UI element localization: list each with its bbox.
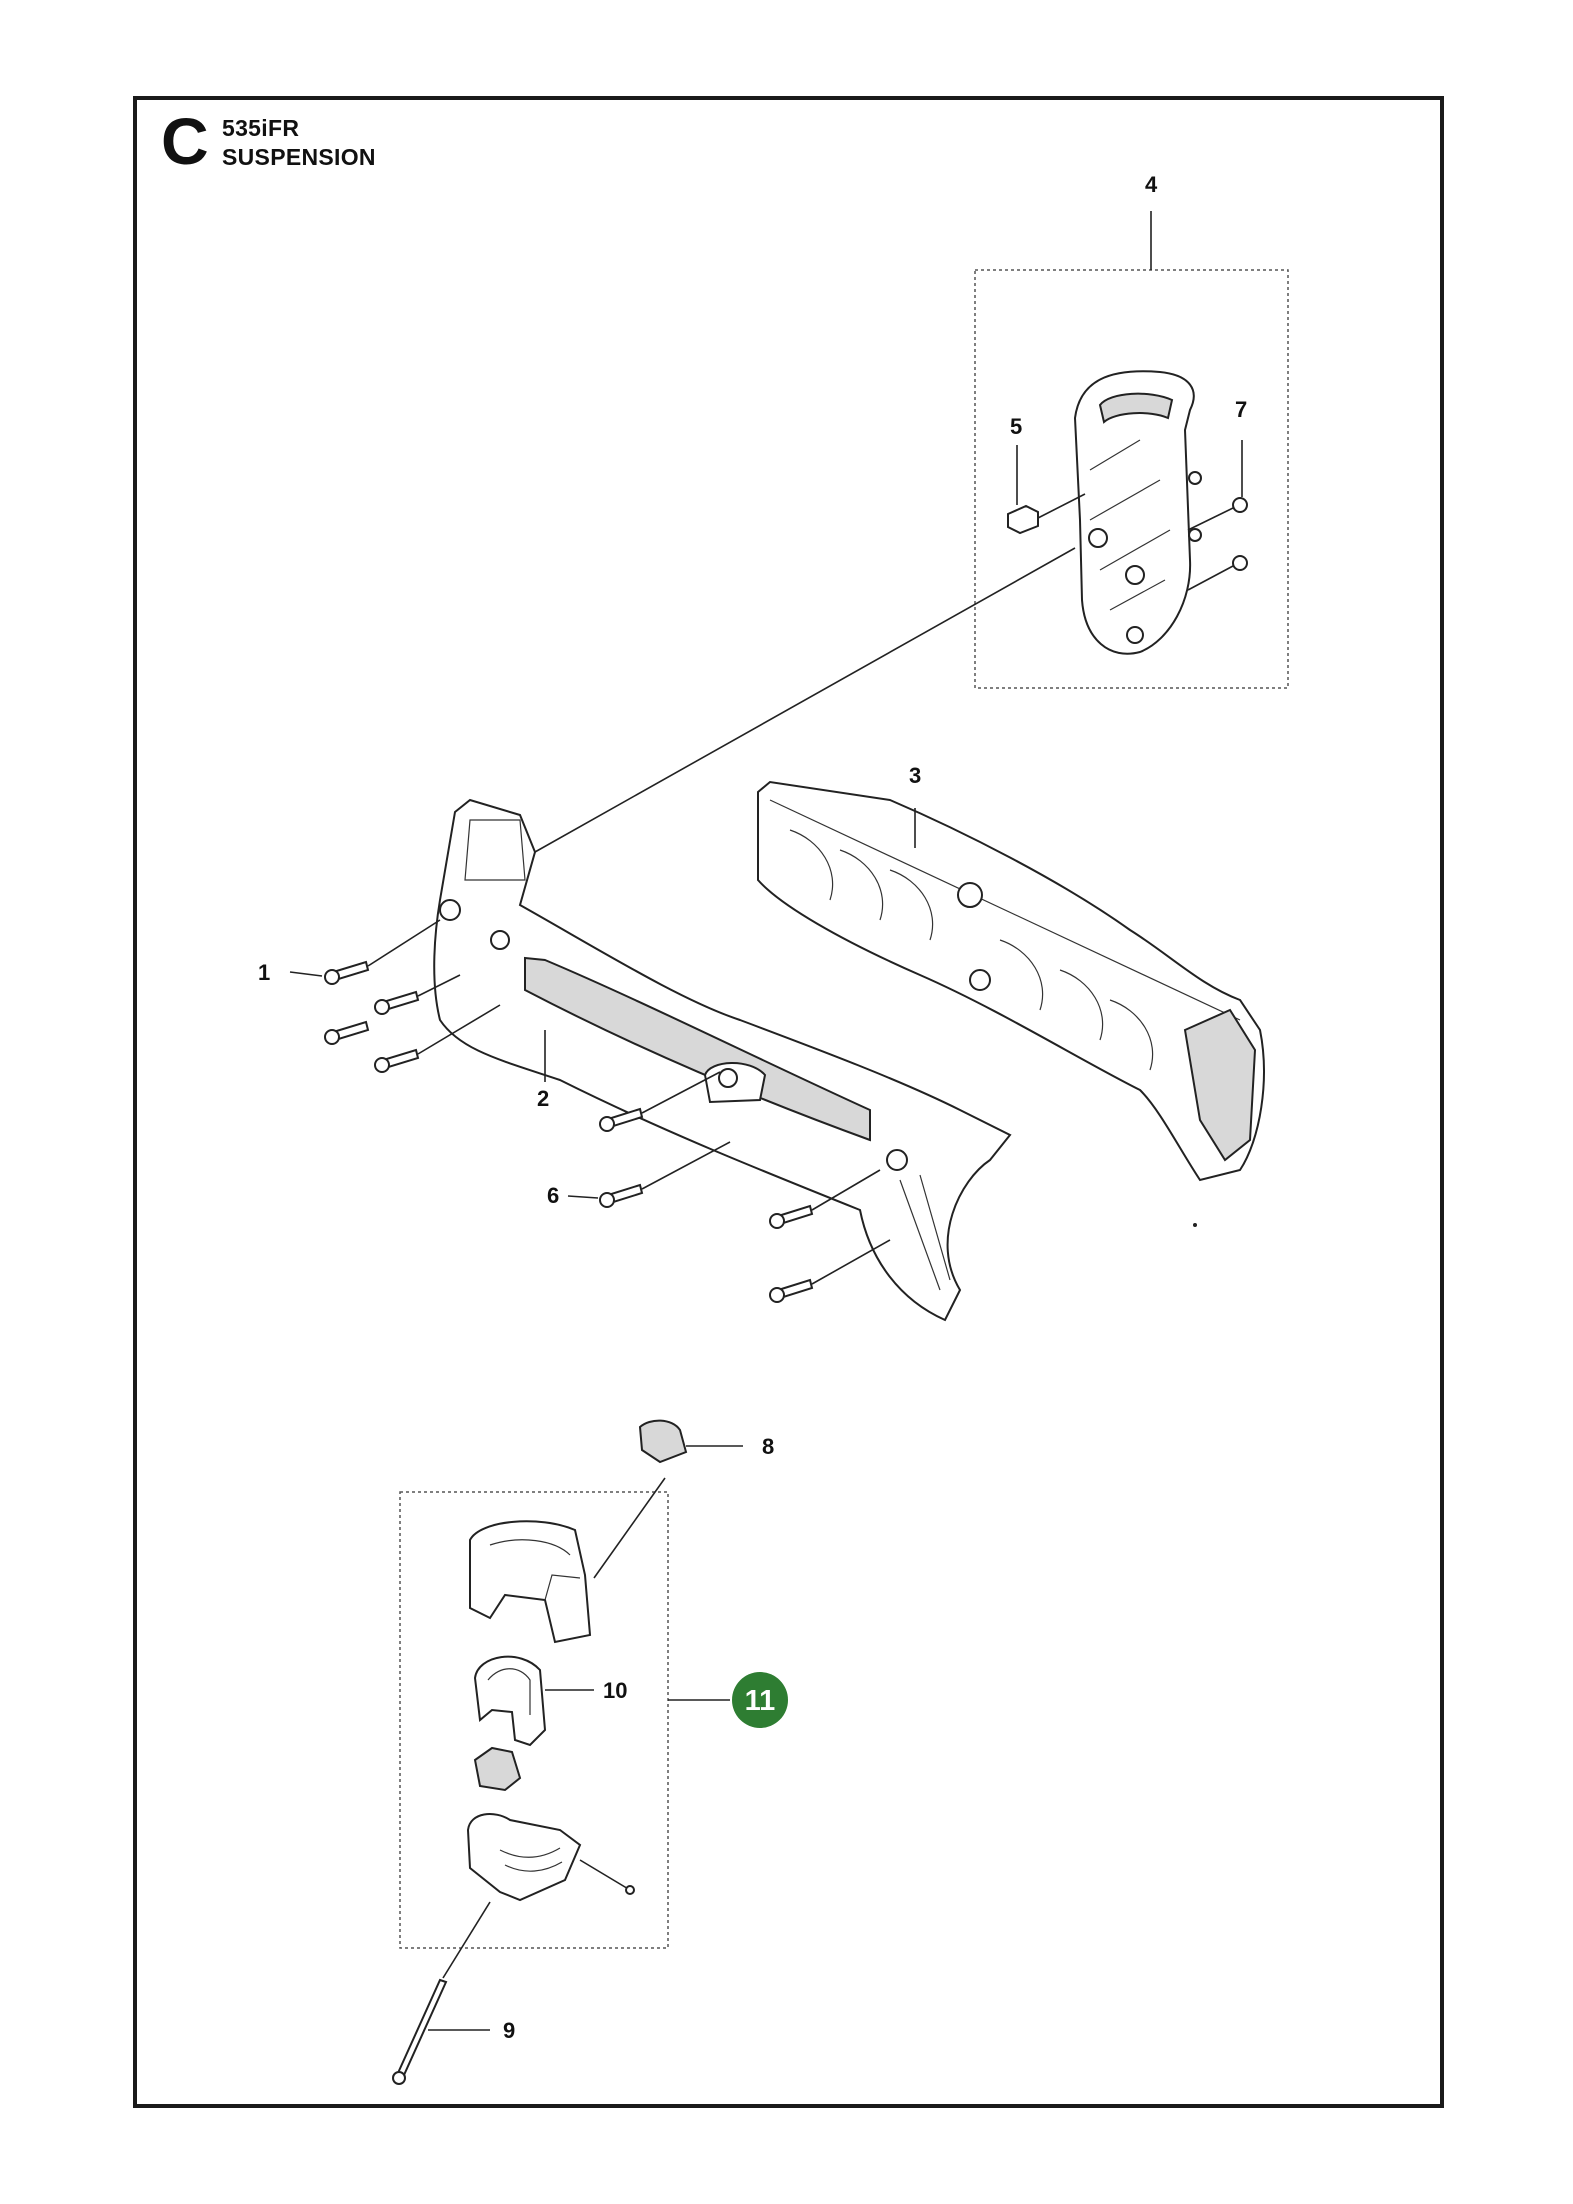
damper-ring — [473, 1655, 594, 1747]
callout-9: 9 — [503, 2018, 515, 2043]
kit-box-4 — [974, 269, 1289, 689]
callout-7: 7 — [1235, 397, 1247, 422]
top-cover — [469, 1520, 592, 1644]
handle-bracket — [1073, 370, 1195, 655]
pin — [392, 1978, 490, 2085]
screws-6 — [567, 1071, 891, 1303]
section-letter: C — [161, 104, 209, 178]
callout-11: 11 — [745, 1685, 776, 1717]
callout-2: 2 — [537, 1086, 549, 1111]
callout-8: 8 — [762, 1434, 774, 1459]
screws-1 — [289, 919, 501, 1073]
callout-1: 1 — [258, 960, 270, 985]
callout-6: 6 — [547, 1183, 559, 1208]
callout-5: 5 — [1010, 414, 1022, 439]
spacer-block — [473, 1746, 522, 1792]
stray-mark — [1193, 1223, 1197, 1227]
lock-nuts — [1187, 440, 1248, 591]
callout-3: 3 — [909, 763, 921, 788]
drawing-frame — [133, 96, 1444, 2108]
outer-shell — [433, 798, 1012, 1322]
callout-4: 4 — [1145, 172, 1158, 197]
callout-11-badge — [732, 1672, 788, 1728]
diagram-title: SUSPENSION — [222, 144, 376, 170]
kit-box-11 — [399, 1491, 669, 1949]
square-nut — [1007, 445, 1086, 535]
rubber-cap — [593, 1419, 743, 1579]
model-name: 535iFR — [222, 115, 300, 141]
callout-10: 10 — [603, 1678, 627, 1703]
bottom-cover — [442, 1813, 635, 1979]
inner-shell — [757, 780, 1265, 1182]
